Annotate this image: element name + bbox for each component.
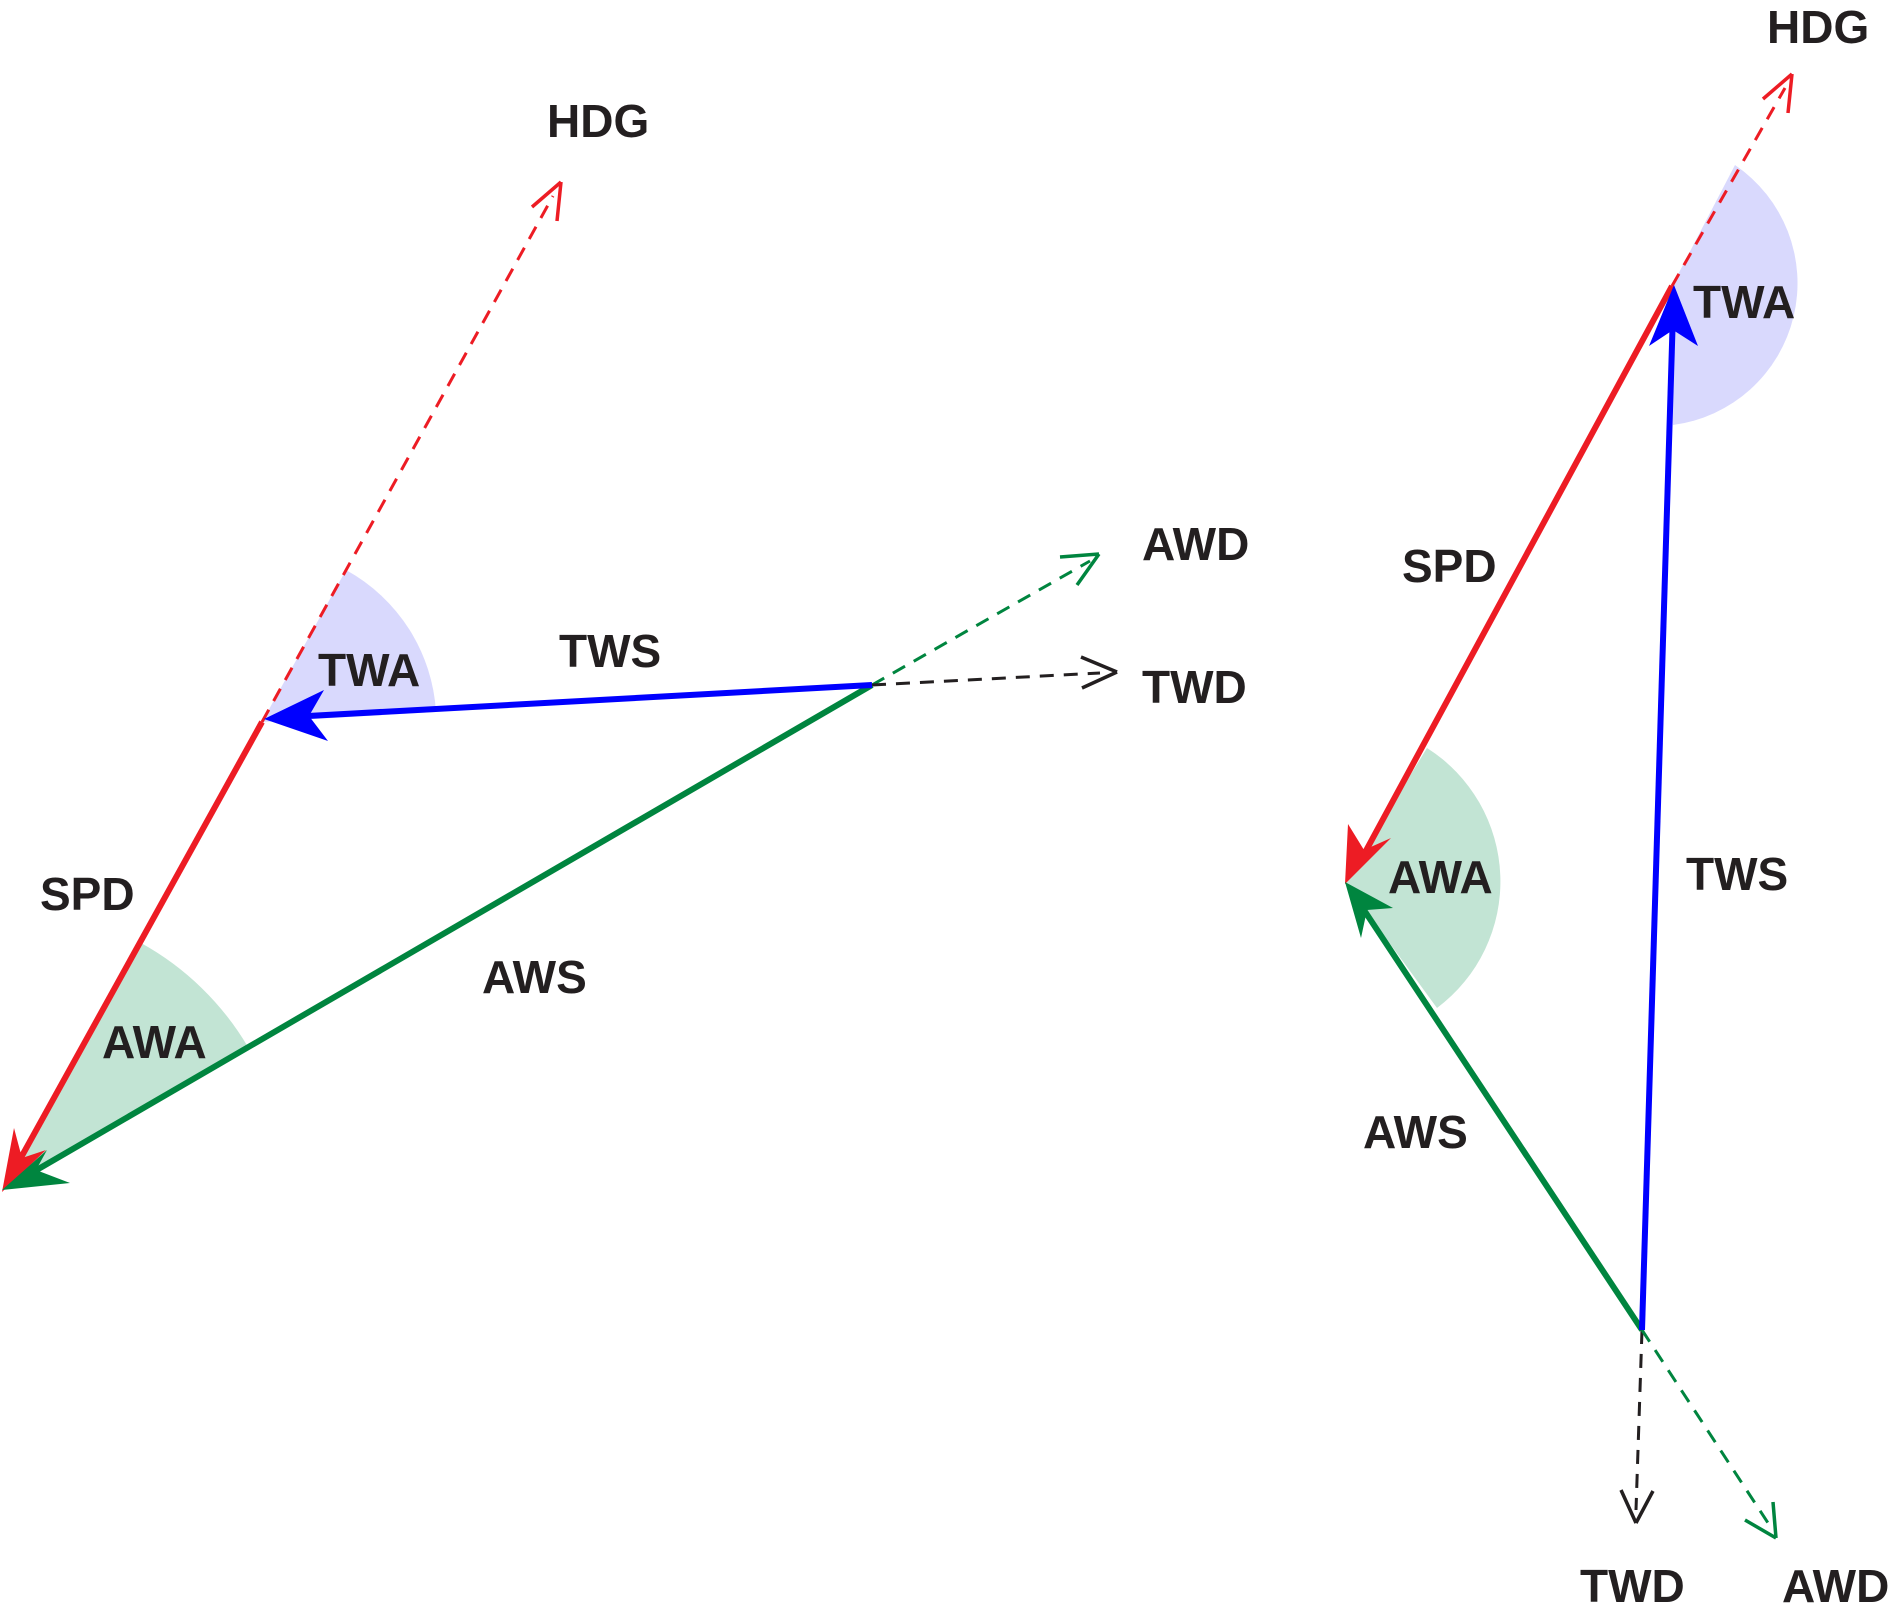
right-tws-vector bbox=[1639, 311, 1676, 1331]
right-twd-arrowhead bbox=[1619, 1489, 1655, 1524]
left-spd-arrowhead bbox=[2, 1128, 46, 1192]
left-hdg-label: HDG bbox=[547, 95, 649, 147]
right-twd-extension bbox=[1634, 1329, 1644, 1511]
left-awa-sector bbox=[2, 943, 248, 1190]
right-spd-arrowhead bbox=[1345, 824, 1391, 884]
right-tws-label: TWS bbox=[1686, 848, 1788, 900]
right-awa-label: AWA bbox=[1388, 851, 1493, 903]
right-awd-label: AWD bbox=[1782, 1560, 1889, 1612]
left-awd-arrowhead bbox=[1059, 552, 1101, 587]
left-twd-label: TWD bbox=[1142, 661, 1247, 713]
left-tws-vector bbox=[289, 682, 873, 720]
right-twa-label: TWA bbox=[1693, 276, 1795, 328]
left-twa-sector bbox=[262, 570, 436, 722]
right-aws-vector bbox=[1357, 902, 1645, 1332]
left-twd-arrowhead bbox=[1080, 655, 1118, 690]
right-heading-arrowhead bbox=[1761, 72, 1794, 114]
left-awd-label: AWD bbox=[1142, 518, 1249, 570]
left-spd-label: SPD bbox=[40, 868, 135, 920]
left-aws-vector bbox=[26, 682, 874, 1178]
right-hdg-label: HDG bbox=[1767, 1, 1869, 53]
left-heading-extension bbox=[260, 195, 555, 723]
left-twd-extension bbox=[871, 671, 1101, 687]
left-tws-label: TWS bbox=[559, 625, 661, 677]
right-awd-extension bbox=[1640, 1329, 1772, 1527]
right-heading-extension bbox=[1670, 87, 1787, 287]
left-tws-arrowhead bbox=[264, 690, 328, 741]
right-twd-label: TWD bbox=[1580, 1560, 1685, 1612]
right-aws-arrowhead bbox=[1345, 882, 1393, 938]
left-spd-vector bbox=[15, 720, 265, 1165]
left-vector-diagram: HDG TWA TWS AWD TWD SPD AWA AWS bbox=[2, 95, 1249, 1192]
right-tws-arrowhead bbox=[1649, 285, 1698, 346]
left-aws-label: AWS bbox=[482, 951, 587, 1003]
right-vector-diagram: HDG TWA SPD AWA TWS AWS TWD AWD bbox=[1345, 1, 1889, 1612]
right-awa-sector bbox=[1345, 748, 1501, 1008]
right-spd-label: SPD bbox=[1402, 540, 1497, 592]
left-aws-arrowhead bbox=[2, 1150, 70, 1190]
left-awd-extension bbox=[871, 559, 1091, 687]
left-heading-arrowhead bbox=[530, 180, 563, 222]
right-aws-label: AWS bbox=[1363, 1106, 1468, 1158]
right-twa-sector bbox=[1672, 165, 1798, 425]
right-awd-arrowhead bbox=[1744, 1501, 1778, 1540]
left-awa-label: AWA bbox=[102, 1016, 207, 1068]
left-twa-label: TWA bbox=[318, 644, 420, 696]
right-spd-vector bbox=[1359, 284, 1675, 860]
